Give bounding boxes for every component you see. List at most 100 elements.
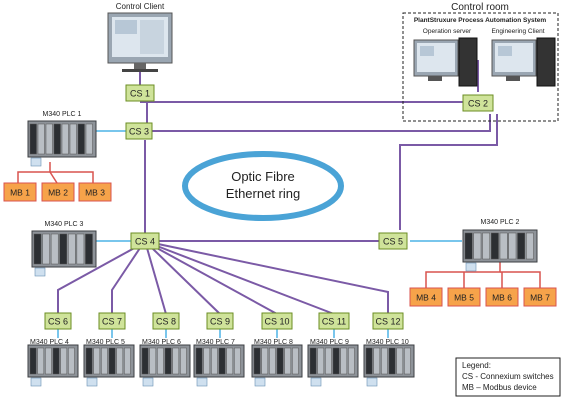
modbus-label: MB 1 [10, 188, 30, 198]
switch-label: CS 5 [383, 237, 403, 247]
modbus-links [17, 162, 541, 288]
modbus-label: MB 3 [85, 188, 105, 198]
link-cs4-cs8 [146, 247, 167, 315]
switch-label: CS 3 [129, 127, 149, 137]
switch-cs3: CS 3 [125, 122, 153, 140]
switch-label: CS 2 [468, 99, 488, 109]
modbus-device-mb3: MB 3 [78, 182, 112, 202]
modbus-bus-right [425, 262, 501, 288]
switch-cs10: CS 10 [261, 312, 293, 330]
plc-plc2: M340 PLC 2 [462, 219, 538, 272]
plc-label: M340 PLC 1 [43, 111, 82, 118]
plc-plc7: M340 PLC 7 [193, 339, 245, 387]
plc-rack-icon [363, 344, 415, 387]
modbus-device-mb5: MB 5 [447, 287, 481, 307]
control-client-label: Control Client [116, 2, 165, 11]
plc-label: M340 PLC 8 [254, 339, 293, 346]
legend-title: Legend: [462, 361, 491, 370]
switch-label: CS 9 [210, 317, 230, 327]
plc-plc9: M340 PLC 9 [307, 339, 359, 387]
plc-rack-icon [27, 120, 97, 167]
switch-cs4: CS 4 [130, 232, 160, 250]
switch-cs9: CS 9 [206, 312, 234, 330]
plc-plc6: M340 PLC 6 [139, 339, 191, 387]
modbus-label: MB 5 [454, 293, 474, 303]
plc-plc8: M340 PLC 8 [251, 339, 303, 387]
plc-rack-icon [139, 344, 191, 387]
operation-server-computer-icon [413, 37, 478, 87]
modbus-drop-mb2 [49, 171, 58, 184]
link-cs2-cs5 [399, 114, 498, 230]
legend-switches: CS - Connexium switches [462, 372, 554, 381]
control-room-box [402, 12, 559, 122]
plc-devices: M340 PLC 1 M340 PLC 3 M340 PLC 2 M340 PLC 4… [27, 111, 538, 387]
legend-modbus: MB – Modbus device [462, 383, 537, 392]
link-cs4-cs11 [156, 245, 335, 315]
modbus-device-mb2: MB 2 [41, 182, 75, 202]
switch-label: CS 7 [102, 317, 122, 327]
plc-rack-icon [193, 344, 245, 387]
ring-label-line2: Ethernet ring [226, 186, 300, 201]
plc-plc3: M340 PLC 3 [31, 221, 97, 277]
modbus-device-mb4: MB 4 [409, 287, 443, 307]
copper-links [57, 130, 462, 338]
plc-rack-icon [462, 229, 538, 272]
switch-cs5: CS 5 [378, 232, 408, 250]
link-cs4-cs7 [111, 247, 141, 314]
modbus-drop-mb7 [500, 271, 541, 288]
plc-plc1: M340 PLC 1 [27, 111, 97, 167]
modbus-label: MB 6 [492, 293, 512, 303]
engineering-client-label: Engineering Client [491, 28, 544, 35]
switch-label: CS 1 [130, 89, 150, 99]
switch-label: CS 6 [48, 317, 68, 327]
operation-server-label: Operation server [423, 28, 472, 35]
switch-cs12: CS 12 [372, 312, 404, 330]
plc-rack-icon [83, 344, 135, 387]
switch-cs8: CS 8 [152, 312, 180, 330]
switches: CS 1 CS 2 CS 3 CS 4 CS 5 CS 6 CS 7 CS 8 CS 9 CS 1… [44, 84, 494, 330]
plc-label: M340 PLC 6 [142, 339, 181, 346]
switch-label: CS 4 [135, 237, 155, 247]
ring-label-line1: Optic Fibre [231, 169, 295, 184]
plc-label: M340 PLC 4 [30, 339, 69, 346]
modbus-label: MB 2 [48, 188, 68, 198]
plc-plc10: M340 PLC 10 [363, 339, 415, 387]
switch-label: CS 12 [375, 317, 400, 327]
switch-cs2: CS 2 [462, 94, 494, 112]
modbus-bus-left [17, 162, 51, 183]
plc-label: M340 PLC 5 [86, 339, 125, 346]
system-title: PlantStruxure Process Automation System [414, 17, 547, 24]
link-cs4-cs12 [157, 243, 389, 314]
plc-rack-icon [251, 344, 303, 387]
modbus-device-mb7: MB 7 [523, 287, 557, 307]
link-cs4-cs10 [154, 246, 278, 315]
link-cs4-cs6 [57, 245, 139, 314]
modbus-device-mb1: MB 1 [3, 182, 37, 202]
optic-fibre-ring [182, 151, 344, 221]
switch-label: CS 11 [322, 317, 346, 327]
plc-label: M340 PLC 9 [310, 339, 349, 346]
engineering-client-computer-icon [491, 37, 556, 87]
link-cs3-cs2 [150, 114, 491, 132]
switch-label: CS 10 [264, 317, 289, 327]
control-client-monitor-icon [107, 12, 173, 72]
switch-cs7: CS 7 [98, 312, 126, 330]
modbus-label: MB 4 [416, 293, 436, 303]
plc-rack-icon [31, 230, 97, 277]
ethernet-links [57, 60, 498, 315]
control-room-title: Control room [451, 2, 509, 13]
modbus-drop-mb3 [50, 171, 94, 183]
switch-cs1: CS 1 [125, 84, 155, 102]
plc-rack-icon [307, 344, 359, 387]
switch-cs6: CS 6 [44, 312, 72, 330]
link-cs4-cs9 [151, 247, 221, 315]
plc-rack-icon [27, 344, 79, 387]
modbus-label: MB 7 [530, 293, 550, 303]
plc-label: M340 PLC 2 [481, 219, 520, 226]
switch-label: CS 8 [156, 317, 176, 327]
legend: Legend: CS - Connexium switches MB – Mod… [455, 357, 561, 397]
plc-plc4: M340 PLC 4 [27, 339, 79, 387]
modbus-devices: MB 1 MB 2 MB 3 MB 4 MB 5 MB 6 MB 7 [3, 182, 557, 307]
plc-label: M340 PLC 3 [45, 221, 84, 228]
